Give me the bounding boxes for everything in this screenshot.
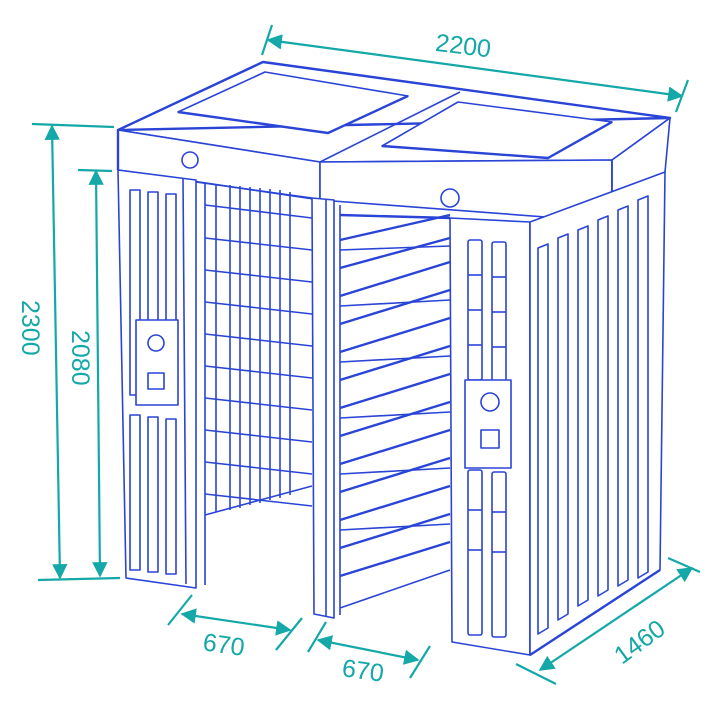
dimension-label-lane-right: 670	[340, 654, 385, 688]
right-pillar	[449, 217, 531, 656]
card-reader-icon	[147, 334, 165, 352]
right-side-panel	[529, 171, 666, 657]
left-rotor-grid	[195, 181, 313, 585]
dimension-label-passage-height: 2080	[66, 330, 94, 386]
keypad-icon	[147, 372, 165, 390]
dimension-label-width: 2200	[434, 29, 493, 64]
indicator-light-icon	[181, 151, 199, 169]
dimension-lane-left: 670	[167, 594, 303, 662]
keypad-icon	[480, 429, 500, 449]
card-reader-icon	[480, 392, 500, 412]
dimension-height-overall: 2300	[16, 122, 121, 582]
dimension-height-passage: 2080	[66, 168, 113, 578]
left-pillar	[117, 169, 197, 589]
dimension-lane-right: 670	[307, 621, 431, 688]
right-rotor-arms	[339, 205, 451, 615]
dimension-label-overall-height: 2300	[16, 300, 44, 356]
dimension-label-lane-left: 670	[201, 628, 246, 662]
center-post	[311, 197, 335, 619]
indicator-light-icon	[440, 188, 460, 208]
dimension-label-depth: 1460	[609, 615, 670, 670]
top-canopy	[116, 60, 672, 223]
dimension-width: 2200	[260, 24, 690, 113]
